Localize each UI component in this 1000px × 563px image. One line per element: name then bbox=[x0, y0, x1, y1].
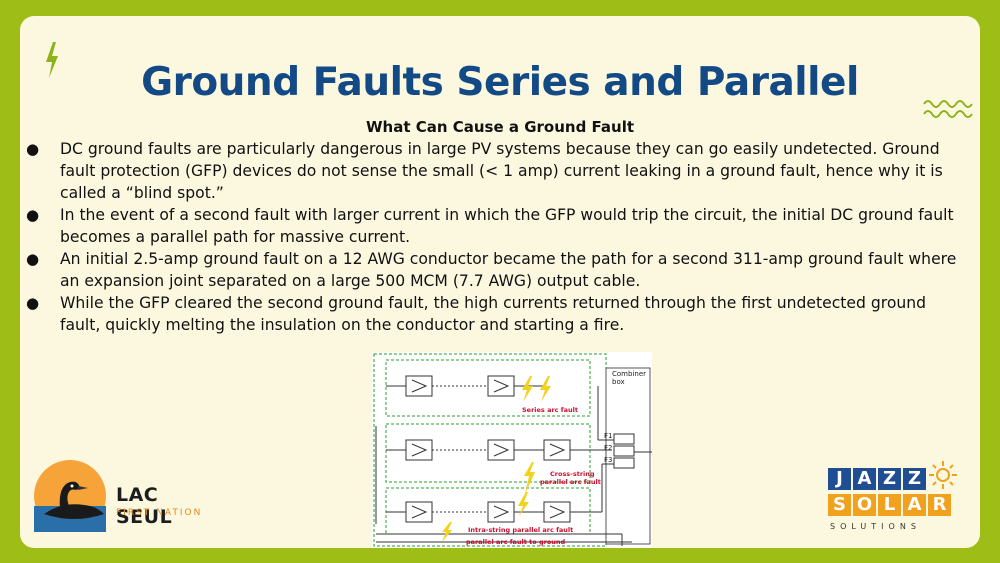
logo-letter: Z bbox=[903, 468, 926, 490]
loon-logo-icon bbox=[34, 460, 106, 532]
lac-seul-logo: LAC SEUL FIRST NATION bbox=[30, 456, 220, 541]
combiner-box-label: Combiner box bbox=[612, 370, 646, 386]
bullet-item: ● While the GFP cleared the second ground… bbox=[20, 292, 970, 336]
fuse-label: F1 bbox=[604, 432, 613, 440]
zigzag-decoration-icon bbox=[923, 100, 973, 118]
section-subtitle: What Can Cause a Ground Fault bbox=[365, 118, 635, 136]
bullet-text: An initial 2.5-amp ground fault on a 12 … bbox=[60, 250, 957, 290]
fuse-label: F2 bbox=[604, 444, 613, 452]
bullet-text: In the event of a second fault with larg… bbox=[60, 206, 954, 246]
logo-left-sub: FIRST NATION bbox=[116, 508, 203, 518]
cross-string-label: Cross-string bbox=[550, 470, 595, 478]
intra-string-label: Intra-string parallel arc fault bbox=[468, 526, 574, 534]
ground-fault-label: parallel arc fault to ground bbox=[466, 538, 566, 546]
logo-letter: A bbox=[903, 494, 926, 516]
slide-panel: Ground Faults Series and Parallel What C… bbox=[20, 16, 980, 548]
jazz-solar-logo: J A Z Z S O L A R SOLUTIONS bbox=[828, 460, 958, 536]
logo-right-sub: SOLUTIONS bbox=[830, 522, 921, 531]
series-arc-fault-label: Series arc fault bbox=[522, 406, 578, 414]
logo-letter: A bbox=[853, 468, 876, 490]
bullet-dot: ● bbox=[26, 206, 40, 224]
lightning-bolt-icon bbox=[46, 42, 58, 78]
sun-icon bbox=[929, 461, 957, 489]
bullet-dot: ● bbox=[26, 250, 40, 268]
logo-letter: O bbox=[853, 494, 876, 516]
bullet-dot: ● bbox=[26, 294, 40, 312]
bullet-dot: ● bbox=[26, 140, 40, 158]
logo-letter: R bbox=[928, 494, 951, 516]
logo-letter: S bbox=[828, 494, 851, 516]
logo-letter: L bbox=[878, 494, 901, 516]
bullet-item: ● An initial 2.5-amp ground fault on a 12… bbox=[20, 248, 970, 292]
bullet-item: ● In the event of a second fault with lar… bbox=[20, 204, 970, 248]
bullet-list: ● DC ground faults are particularly dange… bbox=[20, 138, 970, 336]
bullet-text: DC ground faults are particularly danger… bbox=[60, 140, 943, 202]
page-title: Ground Faults Series and Parallel bbox=[141, 60, 859, 105]
logo-letter: Z bbox=[878, 468, 901, 490]
bullet-item: ● DC ground faults are particularly dange… bbox=[20, 138, 970, 204]
logo-letter: J bbox=[828, 468, 851, 490]
fuse-label: F3 bbox=[604, 456, 613, 464]
cross-string-label: parallel arc fault bbox=[540, 478, 601, 486]
logo-left-name: LAC SEUL bbox=[116, 484, 173, 528]
arc-fault-diagram: Combiner box F1 F2 F3 Series arc fault C… bbox=[372, 352, 652, 548]
bullet-text: While the GFP cleared the second ground … bbox=[60, 294, 927, 334]
